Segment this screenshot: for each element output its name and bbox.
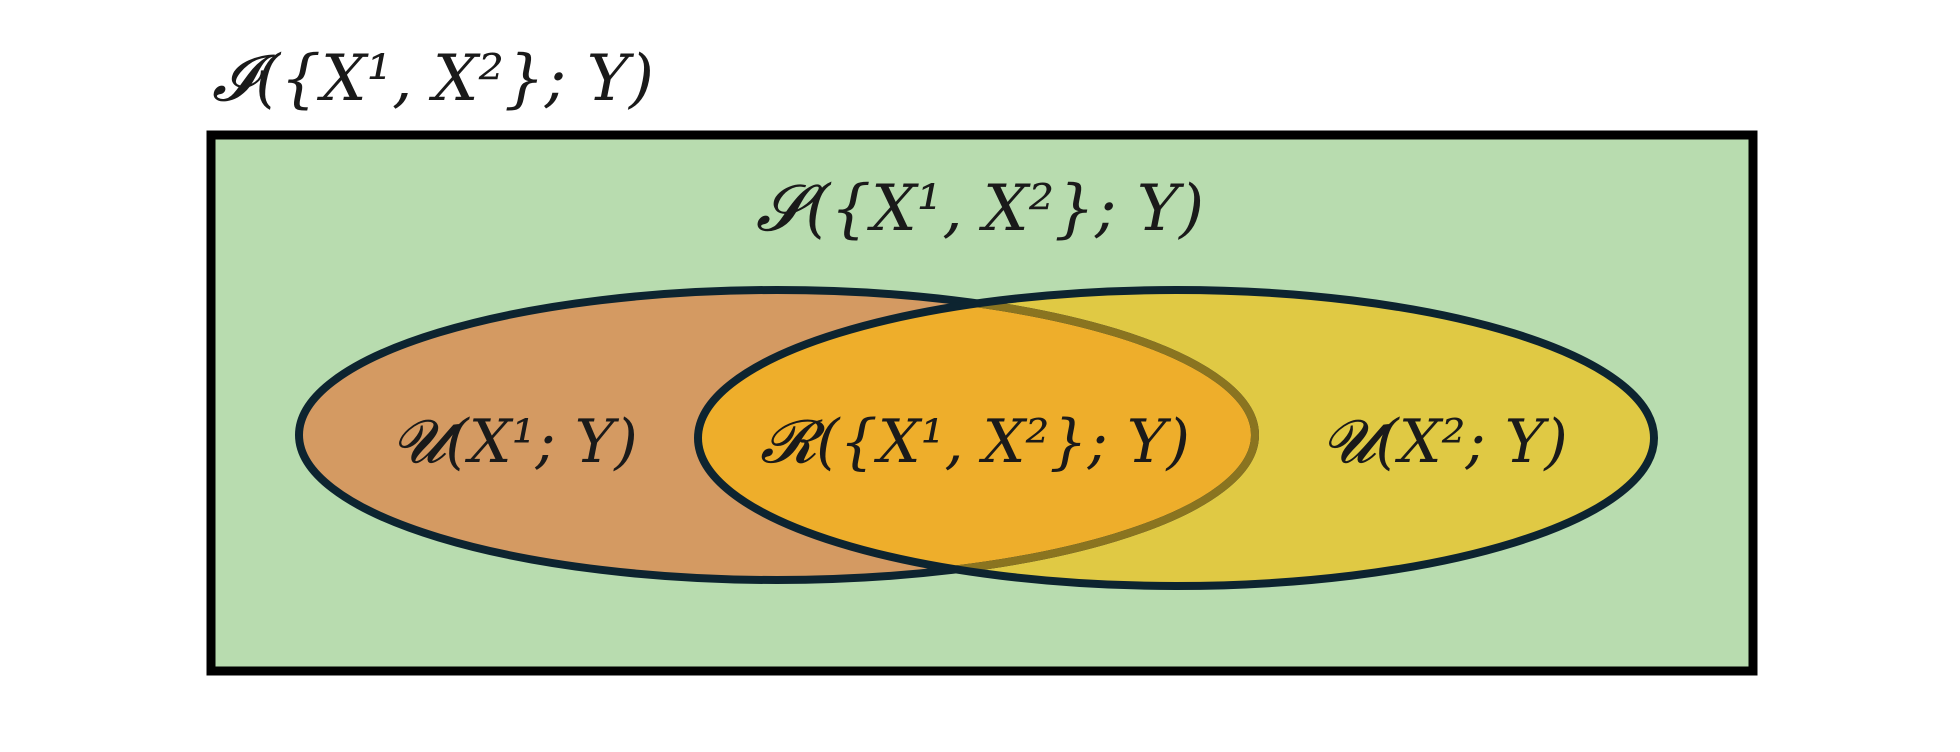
total-information-label: 𝓘({X¹, X²}; Y) [212, 42, 654, 116]
redundancy-label: 𝓡({X¹, X²}; Y) [760, 407, 1190, 477]
unique-x2-label: 𝓤(X²; Y) [1322, 407, 1568, 477]
synergy-label: 𝓢({X¹, X²}; Y) [756, 172, 1204, 246]
ellipse-x2-outline [694, 286, 1658, 590]
redundancy-region [698, 290, 1255, 580]
unique-x1-label: 𝓤(X¹; Y) [392, 407, 638, 477]
